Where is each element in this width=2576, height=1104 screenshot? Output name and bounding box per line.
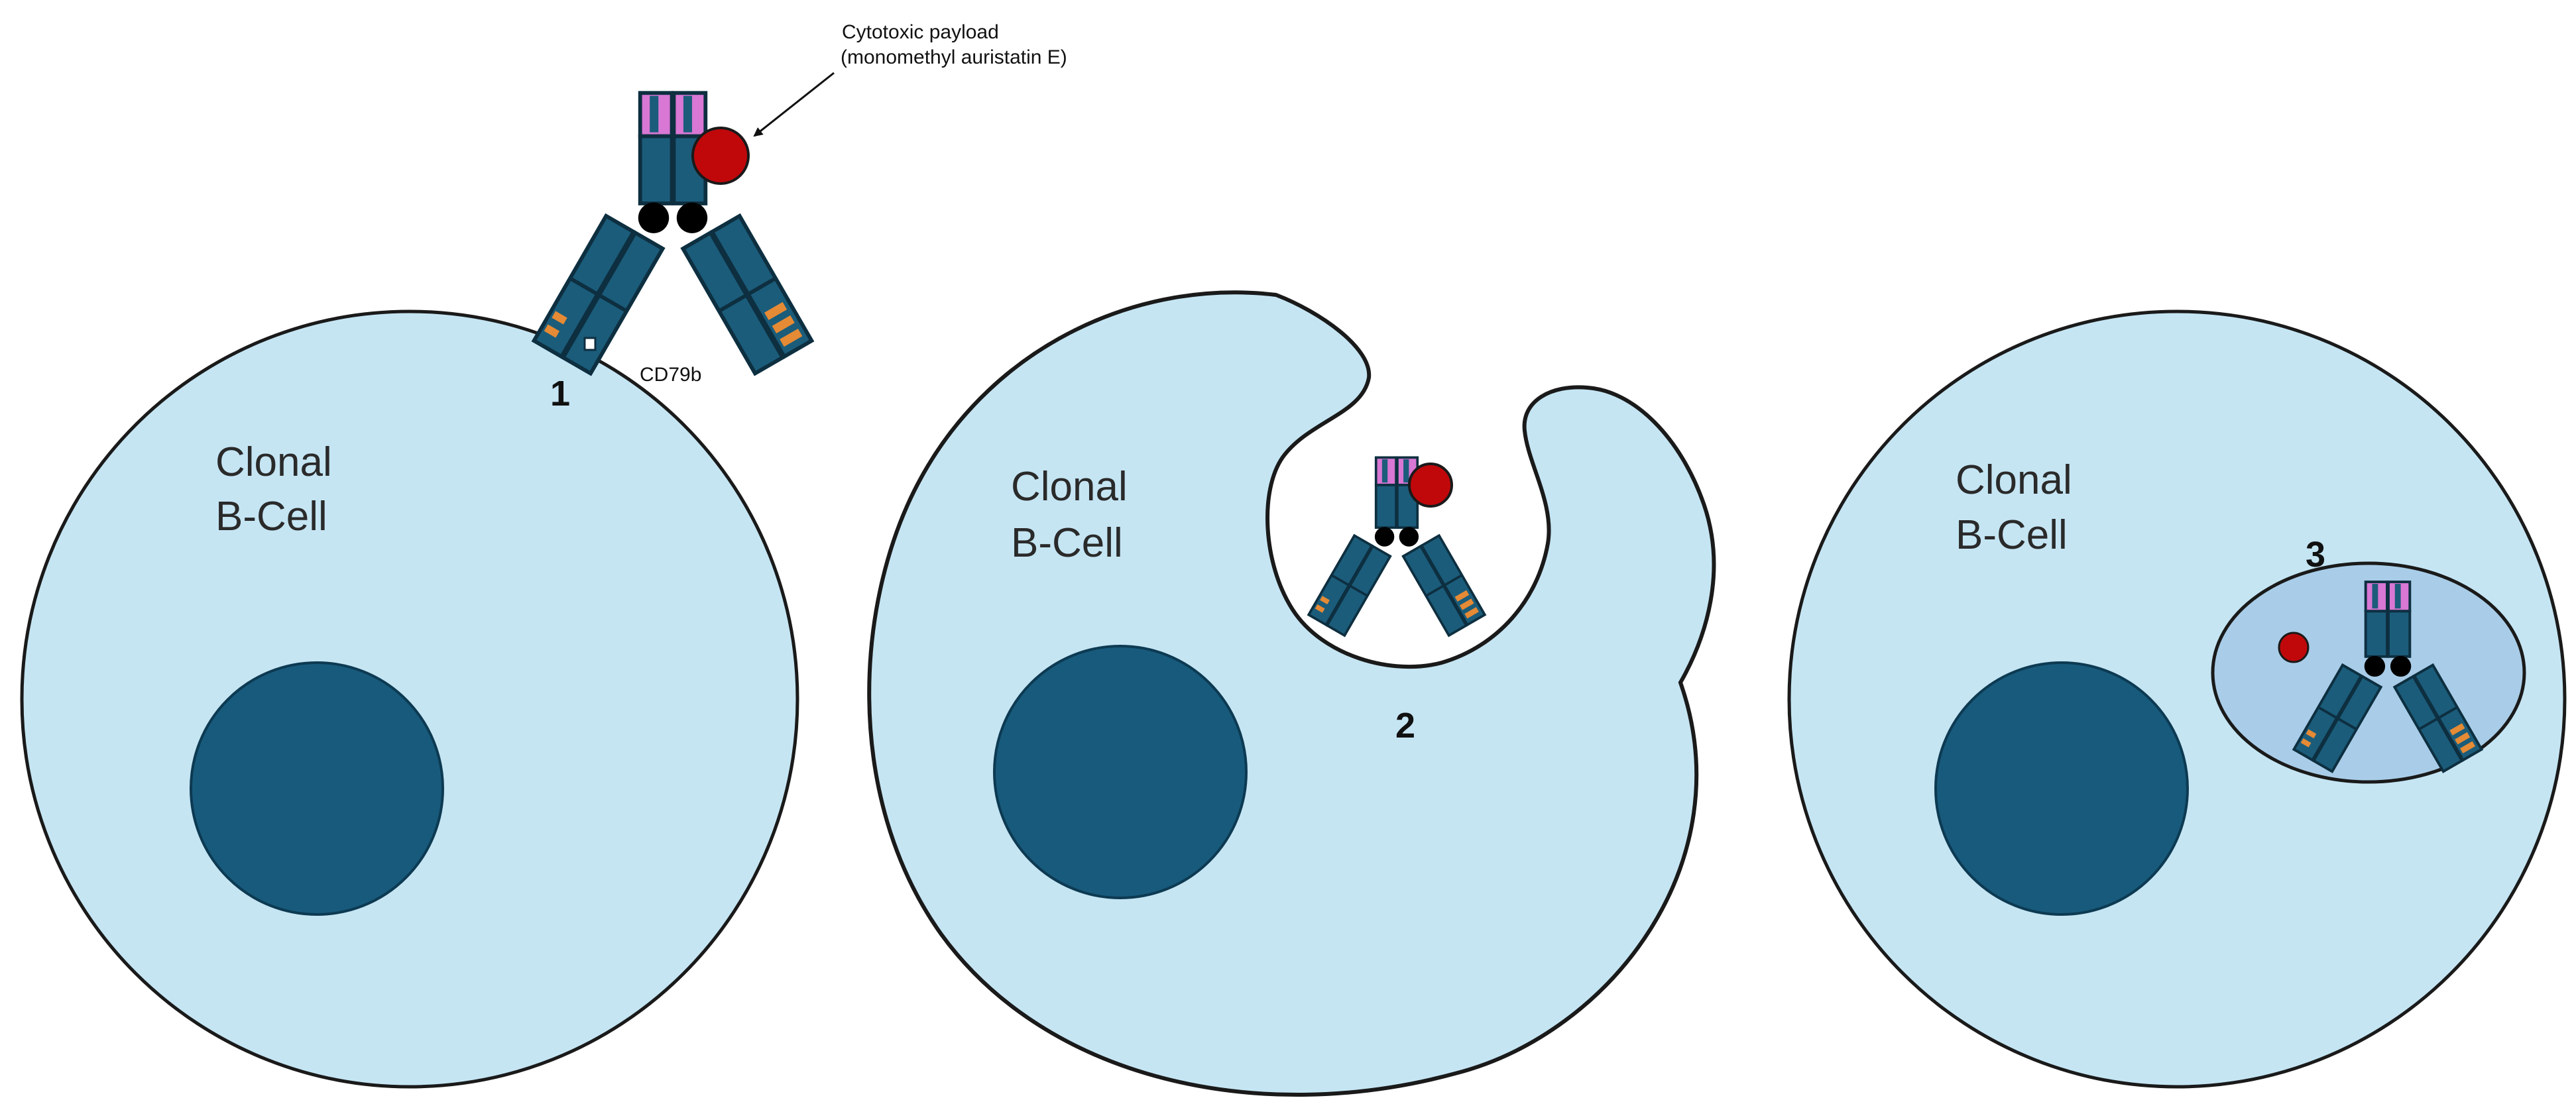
nucleus-3 (1934, 661, 2189, 916)
payload-annotation-line1: Cytotoxic payload (842, 21, 999, 43)
cd79b-receptor (583, 337, 597, 351)
step-label-3: 3 (2306, 535, 2325, 575)
step-label-1: 1 (550, 374, 570, 414)
cell-label-3-line1: Clonal (1956, 457, 2072, 503)
nucleus-2 (993, 645, 1248, 899)
panel-2: Clonal B-Cell 2 (867, 290, 1716, 1097)
cd79b-label: CD79b (640, 364, 701, 386)
nucleus-1 (190, 661, 444, 916)
b-cell-2-invaginating (867, 290, 1716, 1097)
panel-3: Clonal B-Cell 3 (1787, 309, 2567, 1089)
payload-arrow (753, 72, 835, 137)
cell-label-1-line2: B-Cell (215, 494, 327, 539)
panel-1: Clonal B-Cell 1 CD79b Cytotoxic payload … (20, 21, 1067, 1089)
released-payload (2278, 632, 2310, 663)
b-cell-1 (20, 309, 799, 1089)
adc-2 (1307, 456, 1486, 637)
cell-label-2-line1: Clonal (1011, 464, 1128, 510)
cell-label-3-line2: B-Cell (1956, 512, 2068, 558)
step-label-2: 2 (1395, 706, 1415, 745)
payload-2 (1408, 463, 1453, 508)
payload-annotation-line2: (monomethyl auristatin E) (841, 46, 1067, 68)
b-cell-3 (1787, 309, 2567, 1089)
adc-1 (534, 93, 812, 373)
cell-label-1-line1: Clonal (215, 439, 332, 485)
cell-label-2-line2: B-Cell (1011, 520, 1123, 566)
payload-1 (691, 127, 750, 185)
